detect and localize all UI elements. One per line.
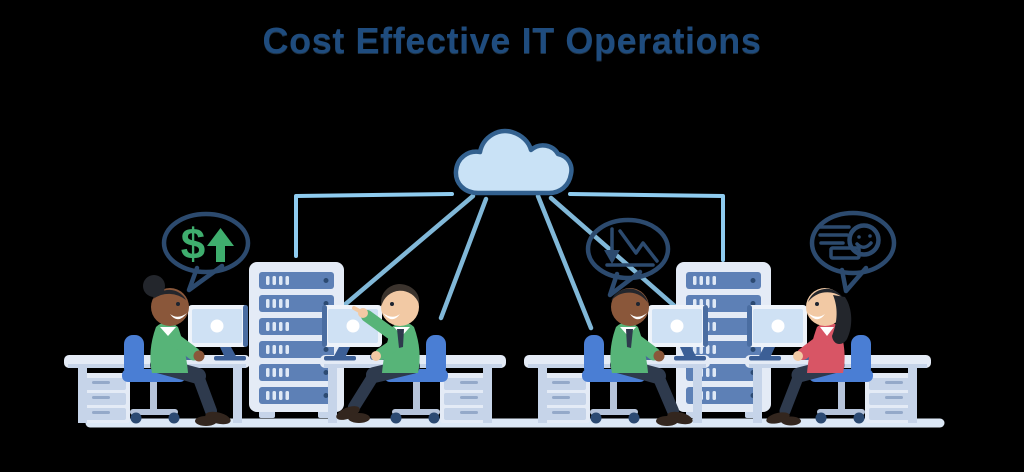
up-arrow-icon: [207, 228, 234, 262]
bubble-tail: [607, 269, 643, 298]
workstation-3: [524, 288, 710, 426]
happy-chat-bubble: [809, 210, 897, 294]
hand: [793, 351, 803, 361]
hair: [611, 288, 648, 303]
person-4: [766, 288, 852, 426]
dollar-symbol: $: [181, 220, 205, 269]
cloud-icon: [453, 128, 574, 196]
bubble-tail: [186, 263, 225, 293]
smiley-face-icon: [847, 223, 881, 257]
head: [611, 288, 649, 326]
workstation-1: [64, 275, 250, 426]
raised-arm: [361, 310, 402, 343]
bubble-tail: [839, 265, 869, 294]
cost-increase-bubble: $: [161, 211, 251, 293]
hair: [808, 288, 843, 302]
chat-lines-smiley-icon: [818, 223, 881, 260]
declining-line-chart-icon: [604, 227, 659, 267]
long-hair: [832, 295, 852, 345]
hair: [381, 284, 420, 306]
head: [151, 288, 189, 326]
head: [381, 288, 419, 326]
person-3: [610, 288, 693, 426]
tie: [626, 329, 633, 348]
collar: [820, 327, 834, 336]
workstation-4: [745, 288, 931, 426]
hand: [653, 350, 665, 362]
tie: [397, 329, 404, 348]
cloud-connections: [294, 192, 725, 331]
workstation-2: [320, 284, 506, 424]
connector-ray: [438, 196, 489, 321]
page-title: Cost Effective IT Operations: [262, 20, 762, 61]
connector-ray: [548, 195, 689, 319]
person-2: [336, 284, 420, 423]
connector-right-elbow: [568, 192, 725, 262]
hand: [193, 350, 205, 362]
connector-ray: [535, 193, 594, 331]
connector-ray: [332, 193, 476, 316]
cost-decline-bubble: [585, 217, 671, 298]
connector-left-elbow: [294, 192, 454, 258]
person-1: [143, 275, 231, 426]
collar: [160, 327, 176, 336]
hair-bun: [143, 275, 165, 297]
